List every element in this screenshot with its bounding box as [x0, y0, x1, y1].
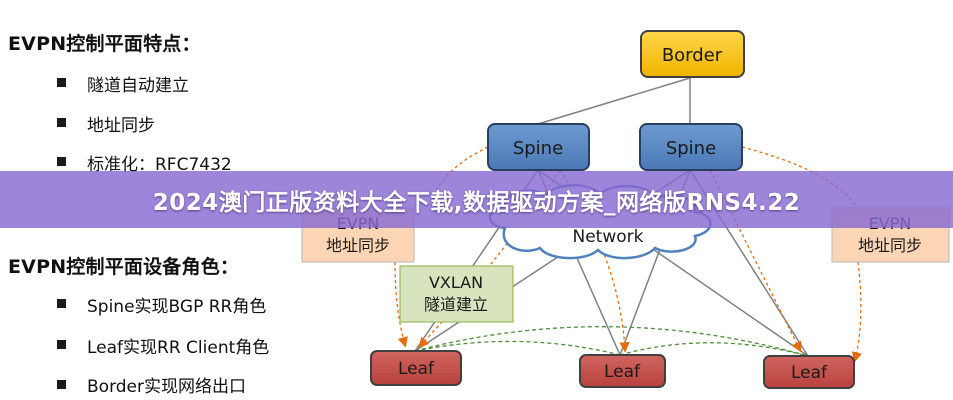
spine-label: Spine: [666, 138, 716, 159]
feature-item: 地址同步: [87, 116, 155, 136]
leaf-box: [579, 354, 666, 388]
evpn-arrow: [851, 261, 862, 363]
vxlan-subtitle: 隧道建立: [424, 295, 488, 314]
section-title-roles: EVPN控制平面设备角色：: [8, 256, 240, 278]
spine-node-1: Spine: [487, 123, 590, 171]
border-node: Border: [640, 30, 745, 78]
leaf-label: Leaf: [398, 359, 435, 379]
vxlan-rect: [399, 265, 514, 323]
evpn-arrow: [394, 261, 408, 348]
vxlan-box: VXLAN 隧道建立: [399, 265, 514, 323]
vxlan-tunnel-leaf1-leaf3: [414, 326, 809, 357]
network-label: Network: [573, 227, 644, 247]
leaf-label: Leaf: [604, 362, 641, 382]
overlay-banner: 2024澳门正版资料大全下载,数据驱动方案_网络版RNS4.22: [0, 171, 953, 228]
evpn-arrow: [733, 139, 856, 206]
evpn-subtitle: 地址同步: [326, 236, 390, 255]
role-item: Leaf实现RR Client角色: [87, 338, 270, 358]
border-box: [640, 30, 745, 78]
border-spine1-link: [537, 77, 691, 125]
leaf-box: [763, 355, 855, 389]
bullet-marker: [57, 380, 66, 389]
border-label: Border: [662, 45, 723, 66]
spine-label: Spine: [513, 138, 563, 159]
feature-item: 隧道自动建立: [87, 76, 189, 96]
vxlan-title: VXLAN: [429, 273, 483, 292]
spine-box: [487, 123, 590, 171]
evpn-arrow: [418, 169, 561, 348]
bullet-marker: [57, 340, 66, 349]
bullet-marker: [57, 118, 66, 127]
feature-item: 标准化：RFC7432: [87, 155, 232, 175]
evpn-subtitle: 地址同步: [858, 236, 922, 255]
section-title-features: EVPN控制平面特点：: [8, 33, 201, 55]
banner-text: 2024澳门正版资料大全下载,数据驱动方案_网络版RNS4.22: [152, 189, 801, 216]
vxlan-tunnel-leaf2-leaf3: [619, 342, 809, 357]
bullet-marker: [57, 299, 66, 308]
leaf-label: Leaf: [791, 363, 828, 383]
role-item: Border实现网络出口: [87, 377, 246, 397]
bullet-marker: [57, 157, 66, 166]
leaf-node-2: Leaf: [579, 354, 666, 388]
vxlan-tunnels: [414, 326, 809, 357]
spine-box: [639, 123, 743, 171]
leaf-node-3: Leaf: [763, 355, 855, 389]
bullet-marker: [57, 78, 66, 87]
spine-node-2: Spine: [639, 123, 743, 171]
leaf-node-1: Leaf: [370, 350, 462, 386]
leaf-box: [370, 350, 462, 386]
role-item: Spine实现BGP RR角色: [87, 297, 267, 317]
